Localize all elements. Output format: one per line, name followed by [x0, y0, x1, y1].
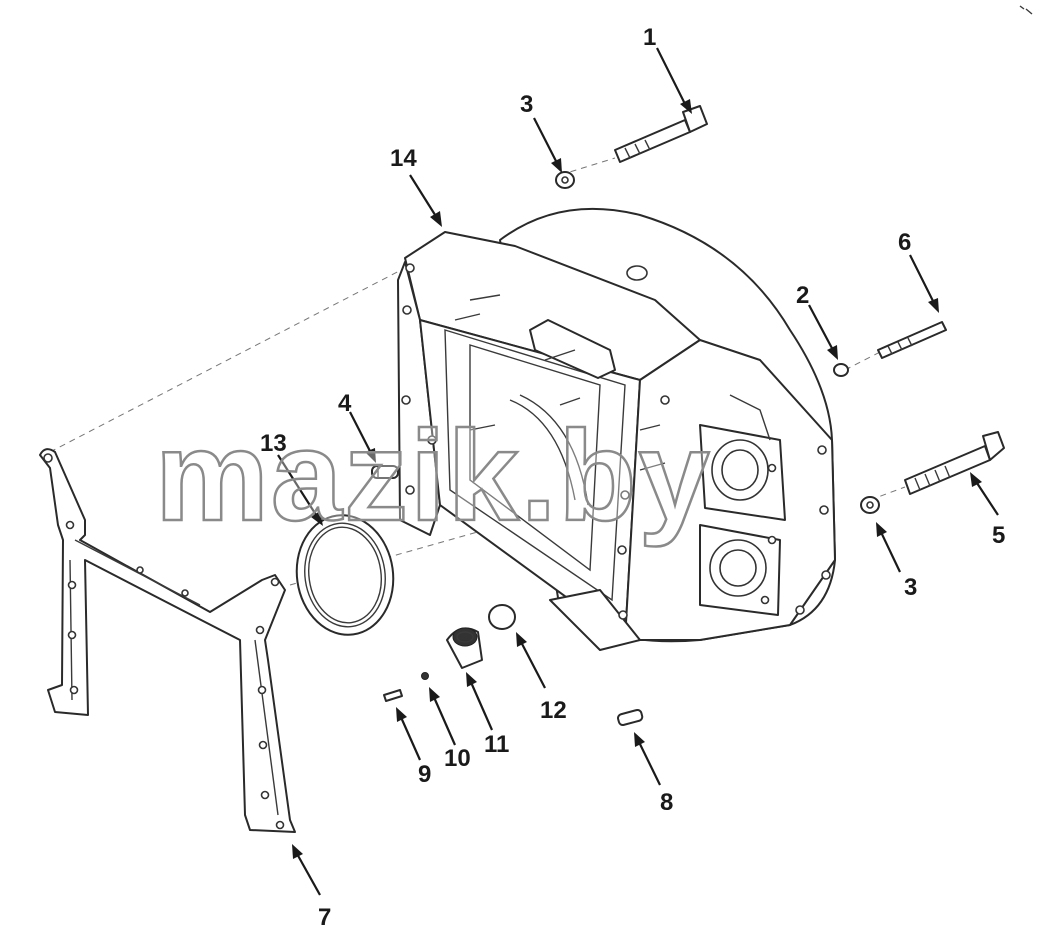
part-3-nut-lower: [860, 496, 880, 514]
callout-4: 4: [338, 390, 352, 417]
callout-14: 14: [390, 145, 417, 172]
callout-2: 2: [796, 282, 809, 309]
part-11-plug: [446, 627, 483, 669]
callout-3a: 3: [520, 91, 533, 118]
callout-3b: 3: [904, 574, 917, 601]
callout-10: 10: [444, 745, 471, 772]
part-6-stud: [877, 321, 947, 359]
part-14-flywheel-housing: [397, 207, 836, 651]
part-4-dowel-pin: [371, 465, 399, 479]
part-1-bolt: [614, 105, 708, 163]
callout-8: 8: [660, 789, 673, 816]
callout-9: 9: [418, 761, 431, 788]
callout-7: 7: [318, 904, 331, 931]
part-2-nut: [833, 363, 849, 377]
part-8-pin: [617, 708, 644, 727]
callout-13: 13: [260, 430, 287, 457]
watermark-text: mazik.by: [155, 405, 712, 548]
leader-arrows: [277, 47, 999, 896]
callout-6: 6: [898, 229, 911, 256]
callout-11: 11: [484, 731, 509, 758]
part-3-nut-upper: [555, 171, 575, 189]
part-7-gasket: [39, 448, 296, 833]
callout-labels: 1 2 3 3 4 5 6 7 8 9 10 11 12 13 14: [260, 24, 1005, 931]
part-10-ball: [421, 672, 429, 680]
corner-mark: [1019, 5, 1033, 15]
part-12-o-ring: [488, 604, 516, 630]
callout-5: 5: [992, 522, 1005, 549]
part-9-screw: [383, 689, 403, 702]
callout-12: 12: [540, 697, 567, 724]
part-13-seal-ring: [295, 514, 395, 636]
part-5-bolt: [904, 431, 1005, 495]
callout-1: 1: [643, 24, 656, 51]
